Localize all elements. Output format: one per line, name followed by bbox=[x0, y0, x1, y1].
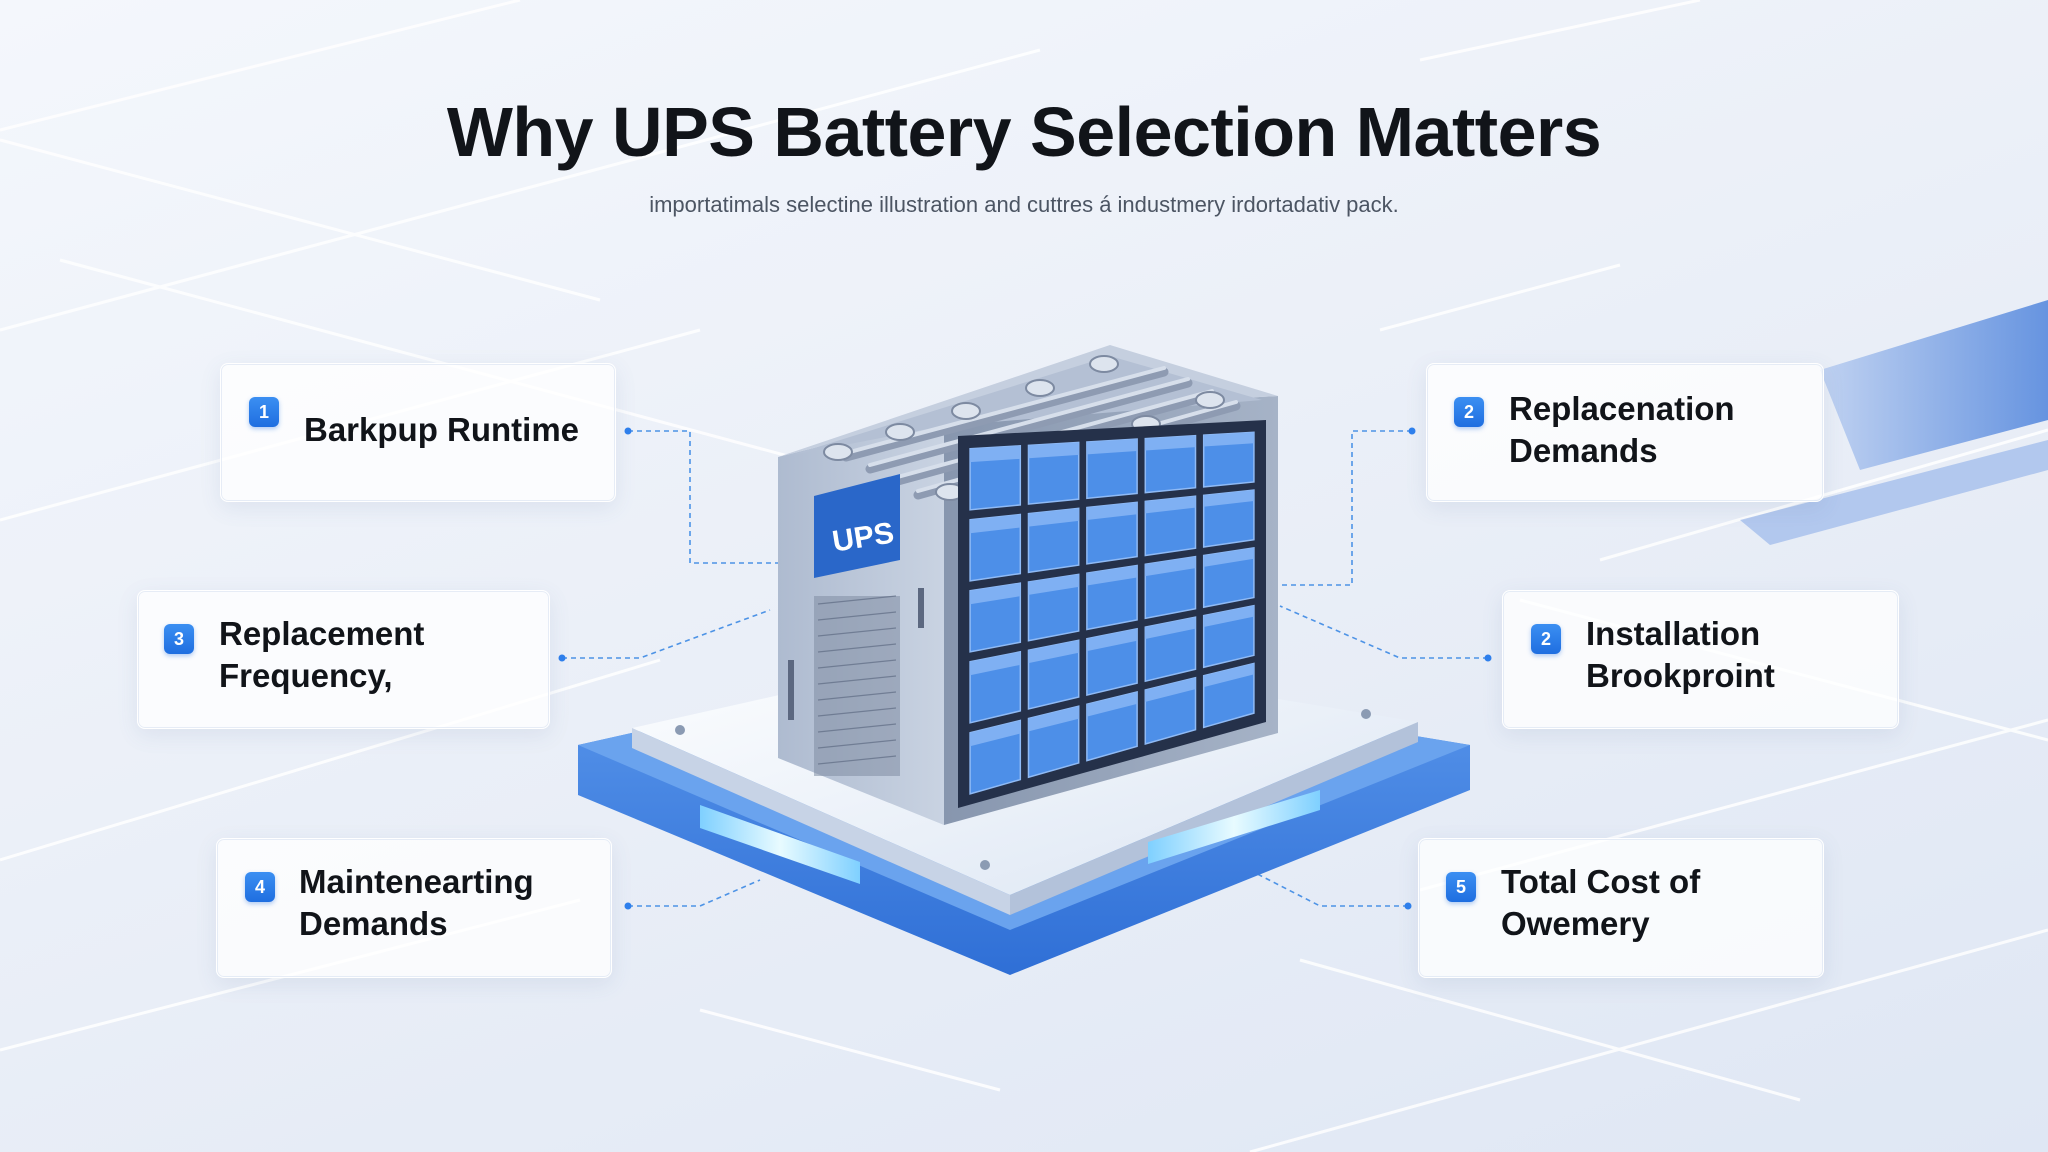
battery-cell-highlight bbox=[1086, 502, 1138, 520]
battery-cell-highlight bbox=[970, 445, 1021, 463]
badge-number: 4 bbox=[245, 872, 275, 902]
battery-cell-highlight bbox=[1203, 663, 1254, 688]
battery-cell-highlight bbox=[1145, 435, 1196, 451]
battery-cell-highlight bbox=[1028, 706, 1079, 732]
card-label: Replacenation Demands bbox=[1509, 390, 1735, 469]
battery-cell-highlight bbox=[1203, 547, 1254, 567]
page-title: Why UPS Battery Selection Matters bbox=[446, 93, 1602, 171]
battery-cell-highlight bbox=[1086, 691, 1138, 717]
battery-cell-highlight bbox=[1028, 442, 1079, 459]
battery-cell-highlight bbox=[970, 514, 1021, 534]
battery-cell-highlight bbox=[1145, 617, 1196, 640]
battery-cell-highlight bbox=[970, 720, 1021, 747]
battery-cell-highlight bbox=[1028, 508, 1079, 527]
badge-number: 1 bbox=[249, 397, 279, 427]
battery-cell-highlight bbox=[1203, 490, 1254, 507]
battery-cell-highlight bbox=[1086, 439, 1138, 455]
card-total-cost-of-ownership: 5 Total Cost of Owemery bbox=[1418, 838, 1824, 978]
battery-cell-highlight bbox=[970, 583, 1021, 605]
battery-cell-highlight bbox=[1145, 677, 1196, 702]
badge-number: 2 bbox=[1454, 397, 1484, 427]
battery-cell-highlight bbox=[1028, 574, 1079, 595]
card-installation-footprint: 2 Installation Brookproint bbox=[1502, 590, 1899, 729]
battery-cell-highlight bbox=[1145, 496, 1196, 514]
card-replacement-frequency: 3 Replacement Frequency, bbox=[137, 590, 550, 729]
battery-cell-highlight bbox=[1145, 556, 1196, 577]
battery-cell-highlight bbox=[970, 651, 1021, 676]
badge-number: 2 bbox=[1531, 624, 1561, 654]
badge-number: 5 bbox=[1446, 872, 1476, 902]
card-maintenance-demands: 4 Maintenearting Demands bbox=[216, 838, 612, 978]
card-backup-runtime: 1 Barkpup Runtime bbox=[220, 363, 616, 502]
card-replacement-demands: 2 Replacenation Demands bbox=[1426, 363, 1824, 502]
card-label: Total Cost of Owemery bbox=[1501, 863, 1701, 942]
card-label: Replacement Frequency, bbox=[219, 615, 425, 694]
battery-cell-highlight bbox=[1203, 605, 1254, 627]
ups-battery-illustration: UPS bbox=[578, 345, 1470, 975]
page-subtitle: importatimals selectine illustration and… bbox=[649, 192, 1399, 217]
card-label: Barkpup Runtime bbox=[304, 411, 580, 448]
battery-cells bbox=[969, 431, 1255, 795]
card-label: Maintenearting Demands bbox=[299, 863, 534, 942]
card-label: Installation Brookproint bbox=[1586, 615, 1775, 694]
battery-cell-highlight bbox=[1028, 640, 1079, 664]
badge-number: 3 bbox=[164, 624, 194, 654]
battery-cell-highlight bbox=[1086, 628, 1138, 652]
battery-cell-highlight bbox=[1086, 565, 1138, 586]
battery-cell-highlight bbox=[1203, 432, 1254, 447]
